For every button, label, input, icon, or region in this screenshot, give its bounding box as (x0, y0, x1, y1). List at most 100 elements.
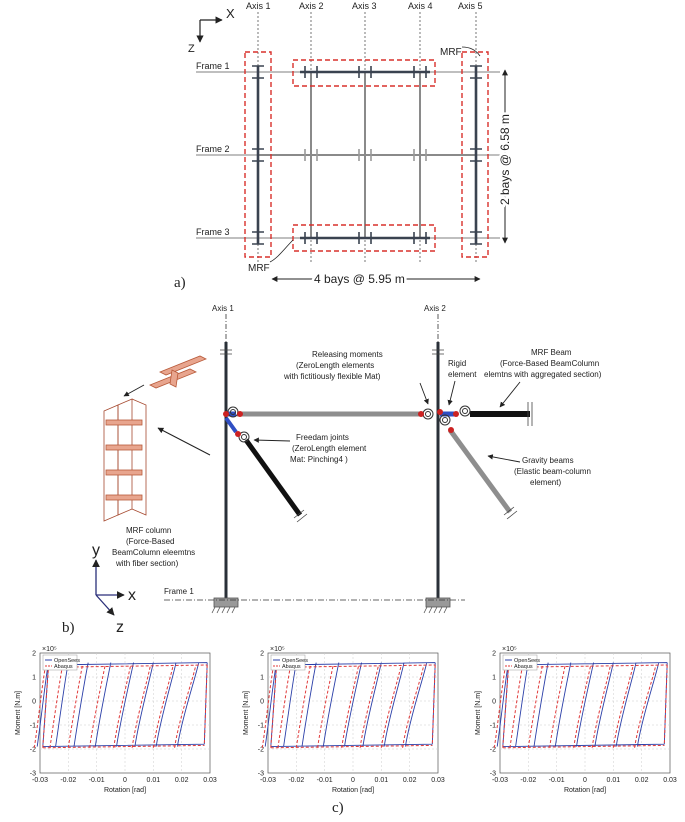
mrf-beam-diag (243, 438, 303, 517)
column-top-mark-2 (432, 349, 444, 355)
y-tick-label: -2 (490, 747, 496, 754)
gravity-arrow (487, 454, 521, 463)
axis-label-1: Axis 1 (246, 1, 271, 11)
axis-label-3: Axis 3 (352, 1, 377, 11)
x-axis-label: X (226, 6, 235, 21)
gravity-members (258, 72, 476, 238)
gravity-beam-diag (447, 428, 513, 514)
y-tick-label: 0 (260, 699, 264, 706)
legend-abaqus: Abaqus (514, 664, 533, 670)
gravity-connection-markers (304, 149, 427, 161)
x-tick-label: 0.03 (431, 777, 445, 784)
frame-label-3: Frame 3 (196, 227, 230, 237)
y-axis-title: Moment [N.m] (475, 691, 482, 735)
frame-label-2: Frame 2 (196, 144, 230, 154)
x-tick-label: -0.03 (32, 777, 48, 784)
x-tick-label: -0.02 (520, 777, 536, 784)
legend-opensees: OpenSees (54, 658, 80, 664)
rigid-arrow (447, 380, 456, 406)
y-tick-label: 0 (492, 699, 496, 706)
y-exponent: ×10⁵ (42, 646, 57, 653)
y-exponent: ×10⁵ (270, 646, 285, 653)
y-tick-label: -1 (490, 723, 496, 730)
frame1-label: Frame 1 (164, 587, 194, 596)
panel-b-label: b) (62, 620, 75, 636)
spring-symbols (227, 405, 471, 443)
panel-c-label: c) (332, 800, 344, 816)
releasing-arrow (419, 382, 429, 405)
freedam-line-2: (ZeroLength element (292, 444, 367, 453)
x-tick-label: 0.01 (607, 777, 621, 784)
bays-v-label: 2 bays @ 6.58 m (498, 114, 512, 205)
column-top-mark-1 (220, 349, 232, 355)
legend-abaqus: Abaqus (282, 664, 301, 670)
y-tick-label: -2 (30, 747, 36, 754)
mrf-column-line-1: MRF column (126, 526, 171, 535)
y-tick-label: -2 (258, 747, 264, 754)
y-axis-title: Moment [N.m] (15, 691, 22, 735)
y-tick-label: -3 (30, 771, 36, 778)
x-tick-label: -0.02 (60, 777, 76, 784)
x-tick-label: 0.03 (203, 777, 217, 784)
axis-label-4: Axis 4 (408, 1, 433, 11)
x-tick-label: 0.02 (635, 777, 649, 784)
fiber-arrow-large (157, 427, 211, 456)
mrf-boxes (244, 51, 489, 258)
gravity-line-2: (Elastic beam-column (514, 467, 591, 476)
gravity-line-1: Gravity beams (522, 456, 574, 465)
mrf-column-line-4: with fiber section) (115, 559, 179, 568)
x-tick-label: -0.03 (260, 777, 276, 784)
axis2-label: Axis 2 (424, 304, 446, 313)
y-tick-label: 2 (492, 651, 496, 658)
y-tick-label: -3 (258, 771, 264, 778)
diag-end-mark-2 (503, 506, 518, 520)
mrf-beam-line-2: (Force-Based BeamColumn (500, 359, 599, 368)
x-tick-label: -0.01 (549, 777, 565, 784)
x-tick-label: 0 (583, 777, 587, 784)
mrf-column-line-2: (Force-Based (126, 537, 174, 546)
y-tick-label: 1 (492, 675, 496, 682)
x-tick-label: -0.01 (89, 777, 105, 784)
mrf-beam-line-1: MRF Beam (531, 348, 572, 357)
legend-opensees: OpenSees (282, 658, 308, 664)
series-abaqus (493, 664, 668, 749)
x-tick-label: 0.03 (663, 777, 677, 784)
mrf-label-top: MRF (440, 47, 462, 58)
x-tick-label: -0.01 (317, 777, 333, 784)
panel-b-frame-model: Axis 1 Axis 2 (62, 304, 602, 636)
axis-label-2: Axis 2 (299, 1, 324, 11)
x-axis-title: Rotation [rad] (332, 787, 374, 794)
x-axis-label-b: x (128, 587, 136, 604)
freedam-line-1: Freedam joints (296, 433, 349, 442)
freedam-line-3: Mat: Pinching4 ) (290, 455, 348, 464)
y-tick-label: -1 (30, 723, 36, 730)
panel-a-plan: X Z Axis 1 Axis 2 Axis 3 Axis 4 Axis 5 F… (174, 1, 515, 291)
mrf-beam-line-3: elemtns with aggregated section) (484, 370, 602, 379)
x-tick-label: -0.03 (492, 777, 508, 784)
rigid-line-1: Rigid (448, 359, 466, 368)
bays-h-label: 4 bays @ 5.95 m (314, 272, 405, 286)
series-abaqus (261, 664, 436, 749)
y-axis-label: y (92, 542, 100, 559)
fiber-arrow-small (123, 384, 145, 397)
y-tick-label: 0 (32, 699, 36, 706)
axis-label-5: Axis 5 (458, 1, 483, 11)
releasing-line-2: (ZeroLength elements (296, 361, 374, 370)
freedam-arrow (253, 437, 291, 443)
x-axis-title: Rotation [rad] (564, 787, 606, 794)
i-section-markers (252, 65, 482, 245)
x-tick-label: 0 (351, 777, 355, 784)
supports (211, 597, 451, 614)
rigid-line-2: element (448, 370, 477, 379)
y-tick-label: -3 (490, 771, 496, 778)
panel-c-charts: -0.03 -0.02 -0.01 0 0.01 0.02 0.03 2 1 0 -1 -2 -3 ×10… (15, 646, 677, 794)
y-tick-label: -1 (258, 723, 264, 730)
diag-end-mark-1 (293, 509, 308, 523)
x-tick-label: 0 (123, 777, 127, 784)
x-tick-label: 0.02 (403, 777, 417, 784)
axis1-label: Axis 1 (212, 304, 234, 313)
y-tick-label: 2 (260, 651, 264, 658)
